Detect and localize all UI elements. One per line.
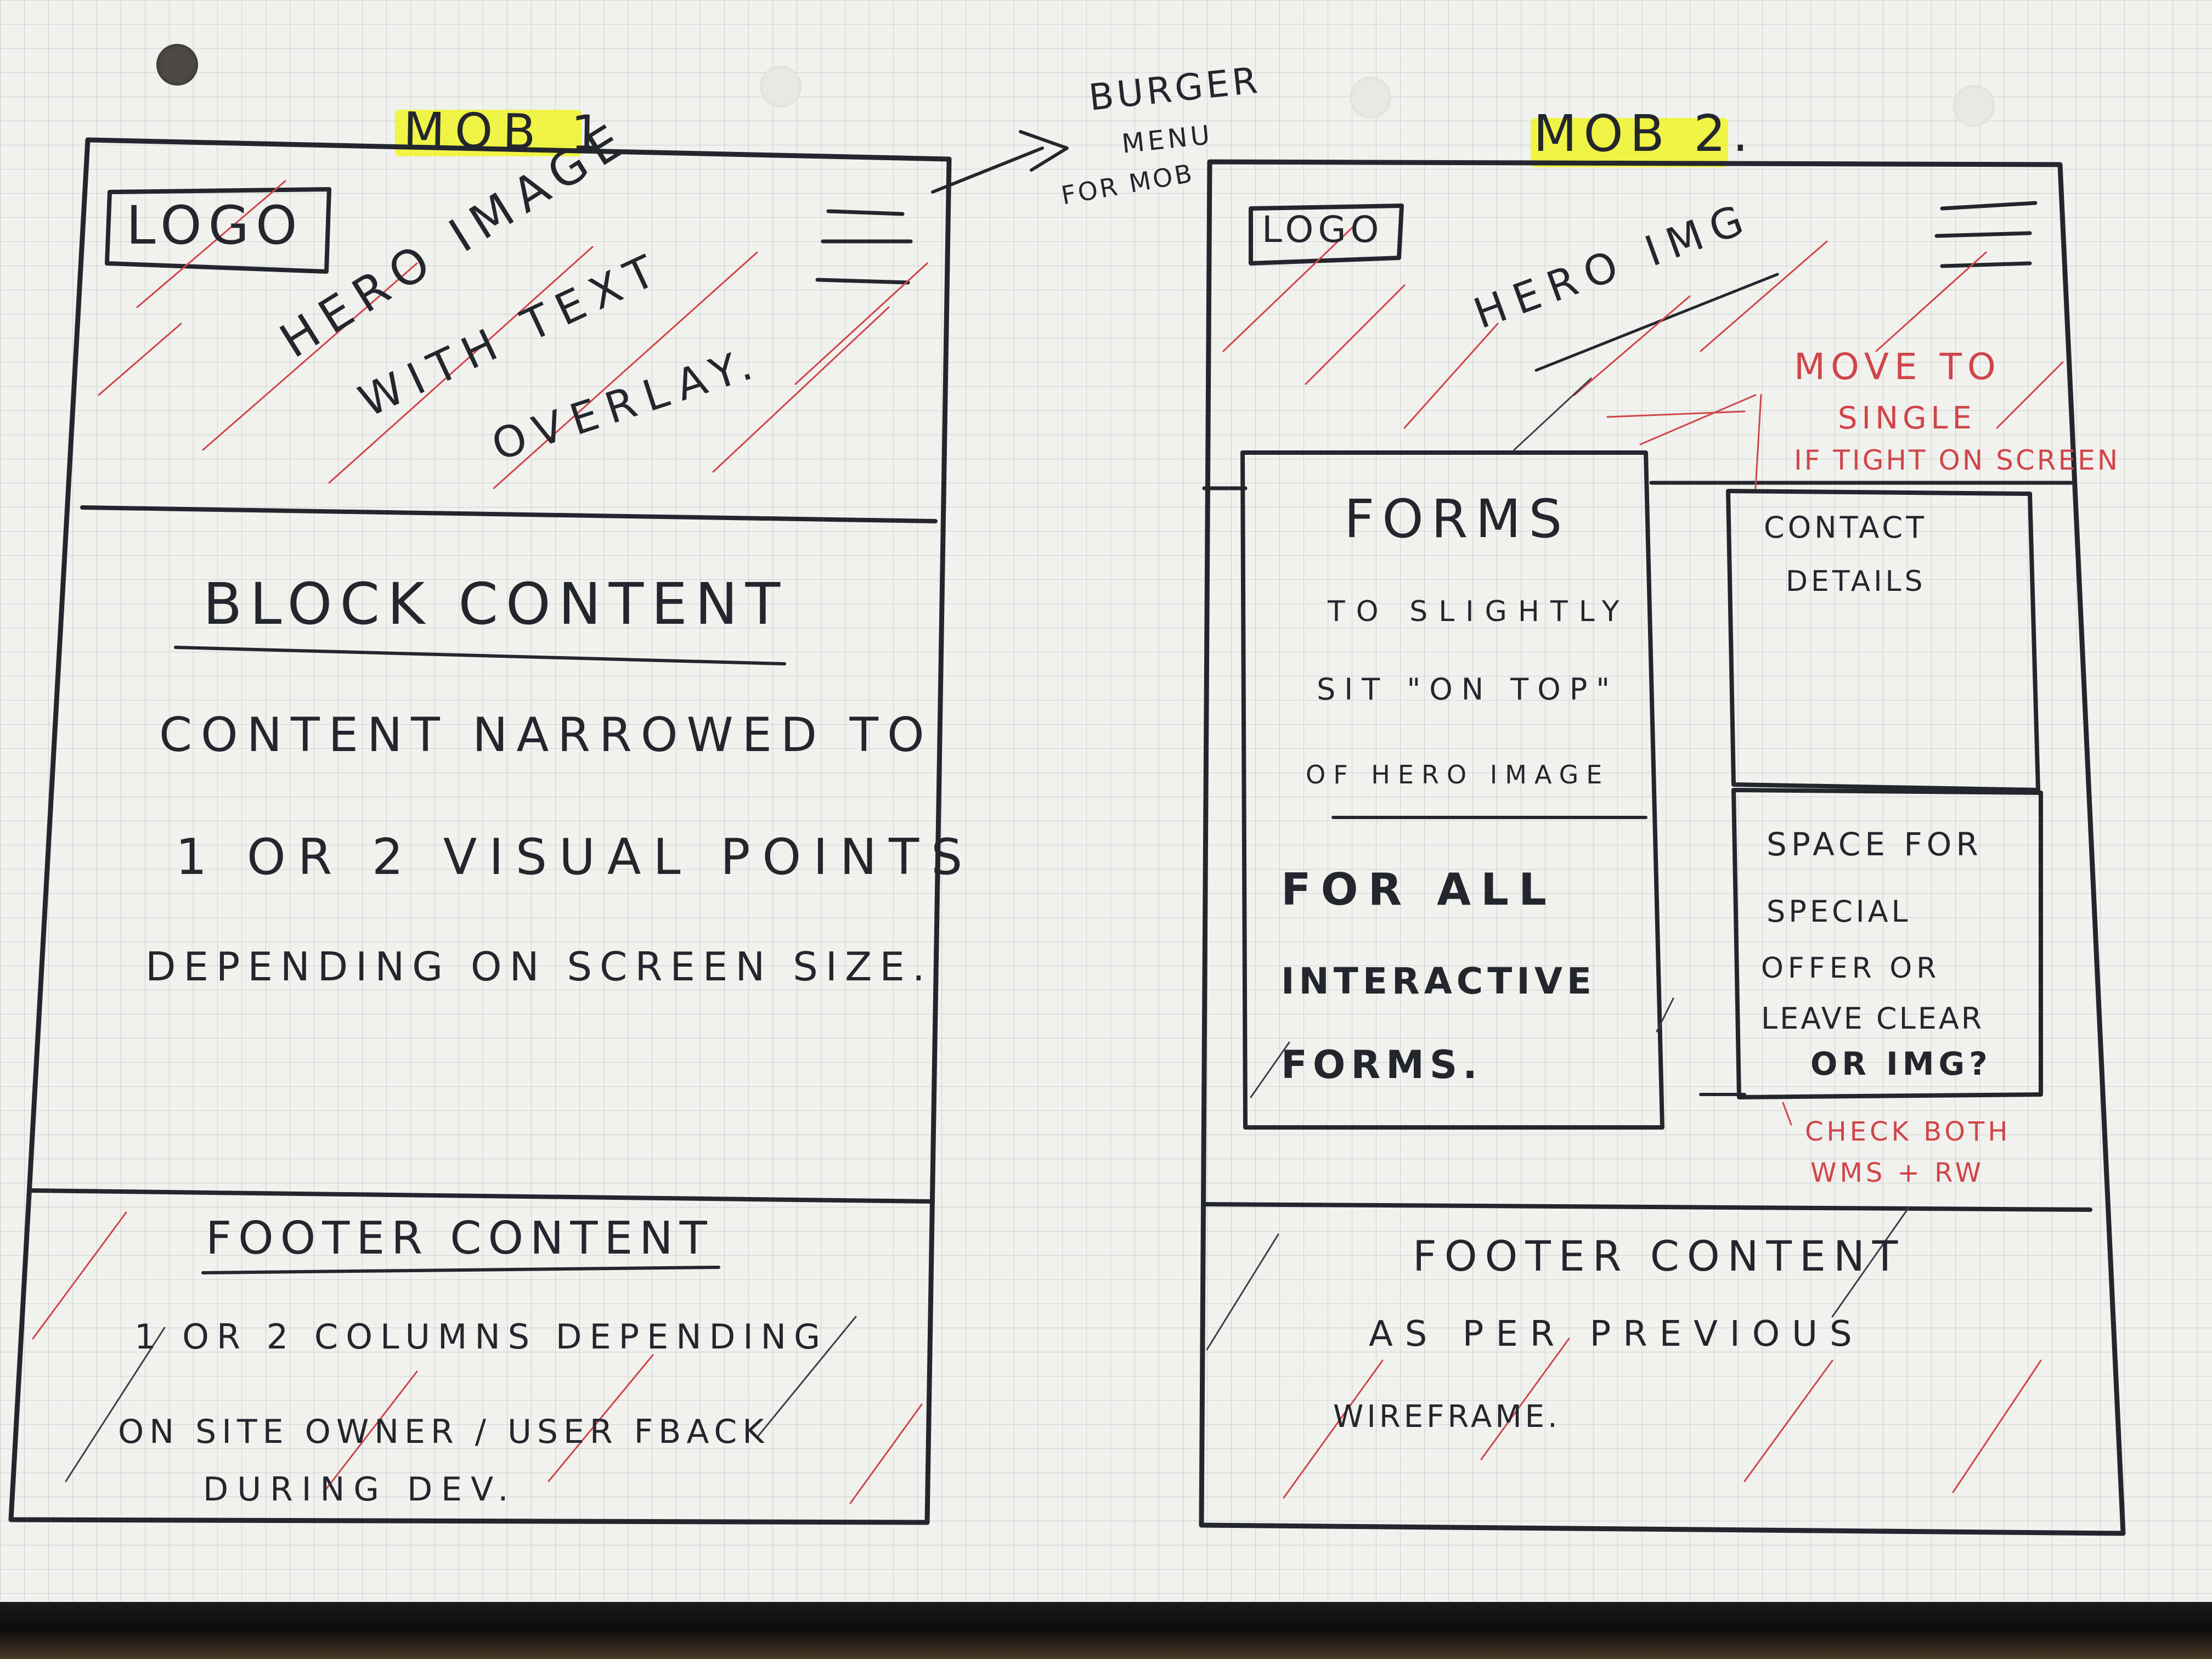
punch-hole	[1350, 77, 1391, 119]
mob1-footer-hatching	[32, 1211, 923, 1504]
burger-arrow	[931, 130, 1069, 194]
mob2-red-annotations	[1606, 394, 1792, 1126]
mob2-special-line4: LEAVE CLEAR	[1761, 1001, 1984, 1036]
mob2-move-note-line1: MOVE TO	[1794, 346, 2001, 388]
mob1-footer-line3: DURING DEV.	[203, 1470, 517, 1509]
graph-paper-sheet	[0, 0, 2212, 1602]
mob2-special-line3: OFFER OR	[1761, 952, 1941, 985]
punch-hole	[760, 66, 802, 108]
mob2-logo: LOGO	[1262, 208, 1384, 251]
mob2-footer-line1: AS PER PREVIOUS	[1369, 1314, 1864, 1355]
mob1-block-line1: CONTENT NARROWED TO	[159, 708, 933, 763]
mob2-special-line2: SPECIAL	[1767, 894, 1911, 929]
mob2-forms-bold2: INTERACTIVE	[1281, 960, 1596, 1002]
mob1-block-line3: DEPENDING ON SCREEN SIZE.	[145, 944, 933, 990]
title-highlight	[1531, 118, 1728, 167]
mob2-forms-bold1: FOR ALL	[1281, 864, 1556, 915]
mob2-frame	[1199, 159, 2126, 1536]
mob2-move-note-line2: SINGLE	[1838, 400, 1976, 436]
mob2-special-line5: OR IMG?	[1810, 1045, 1992, 1082]
mob2-forms-heading: FORMS	[1344, 488, 1570, 550]
mob2-special-line1: SPACE FOR	[1767, 826, 1983, 863]
mob2-title: MOB 2.	[1533, 104, 1755, 163]
mob2-hero-hatching	[1222, 224, 2064, 451]
mob2-forms-line1: TO SLIGHTLY	[1328, 595, 1630, 628]
mob1-logo: LOGO	[126, 195, 304, 256]
mob2-footer-hatching	[1206, 1206, 2042, 1499]
mob2-footer-line2: WIREFRAME.	[1333, 1399, 1561, 1435]
forms-hatching	[1250, 997, 1674, 1098]
mob2-footer-heading: FOOTER CONTENT	[1413, 1232, 1906, 1280]
mob1-block-line2: 1 OR 2 VISUAL POINTS	[176, 828, 975, 886]
mob2-check-note-line1: CHECK BOTH	[1805, 1116, 2011, 1147]
mob1-frame	[8, 137, 952, 1525]
mob1-hero-hatching	[98, 180, 928, 489]
mob1-footer-line2: ON SITE OWNER / USER FBACK	[118, 1413, 770, 1451]
mob2-forms-line2: SIT "ON TOP"	[1317, 672, 1619, 707]
mob2-move-note-line3: IF TIGHT ON SCREEN	[1794, 444, 2120, 476]
mob2-contact-line1: CONTACT	[1764, 510, 1928, 545]
mob2-contact-line2: DETAILS	[1786, 565, 1926, 598]
paper-edge-shadow	[0, 1602, 2212, 1659]
mob1-footer-heading: FOOTER CONTENT	[206, 1212, 714, 1265]
mob2-check-note-line2: WMS + RW	[1810, 1158, 1984, 1188]
mob1-footer-line1: 1 OR 2 COLUMNS DEPENDING	[134, 1317, 828, 1357]
punch-hole	[156, 44, 198, 86]
mob2-forms-bold3: FORMS.	[1281, 1042, 1483, 1087]
mob1-block-heading: BLOCK CONTENT	[203, 571, 788, 637]
punch-hole	[1953, 85, 1995, 127]
mob2-forms-line3: OF HERO IMAGE	[1306, 760, 1610, 789]
